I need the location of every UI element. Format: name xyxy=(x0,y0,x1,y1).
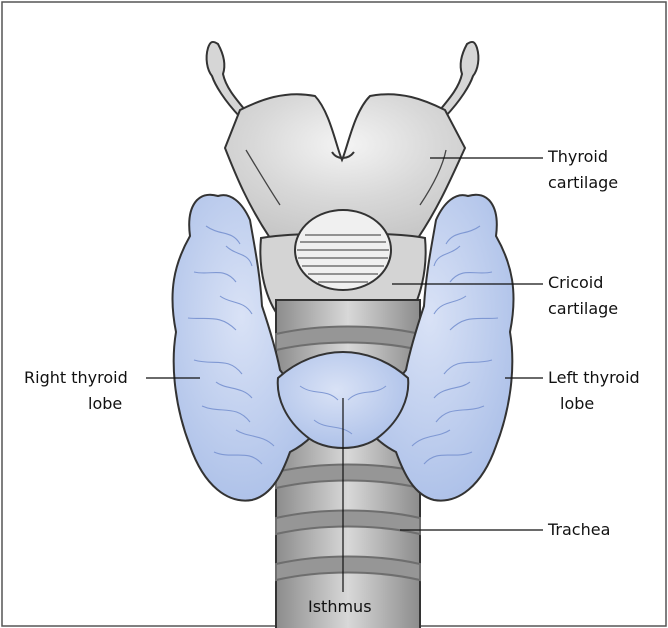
right-thyroid-lobe-label-2: lobe xyxy=(88,394,122,413)
trachea xyxy=(276,300,420,628)
thyroid-cartilage-label-2: cartilage xyxy=(548,173,618,192)
left-thyroid-lobe-label-2: lobe xyxy=(560,394,594,413)
left-thyroid-lobe-label-1: Left thyroid xyxy=(548,368,640,387)
cricoid-cartilage-label-2: cartilage xyxy=(548,299,618,318)
cricoid-cartilage-label-1: Cricoid xyxy=(548,273,603,292)
thyroid-cartilage-label-1: Thyroid xyxy=(547,147,608,166)
right-thyroid-lobe-label-1: Right thyroid xyxy=(24,368,128,387)
trachea-label: Trachea xyxy=(547,520,610,539)
isthmus-label: Isthmus xyxy=(308,597,372,616)
